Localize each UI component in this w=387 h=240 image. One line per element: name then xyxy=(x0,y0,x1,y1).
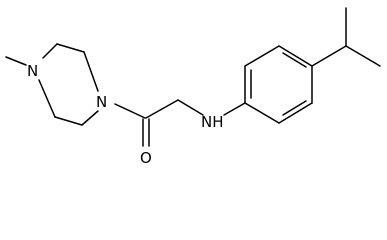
bond-ar-inner-3 xyxy=(282,100,307,116)
atom-nh-amine: NH xyxy=(201,113,224,131)
bond-ar5-ar6 xyxy=(278,102,313,124)
bond-c6-n1 xyxy=(38,79,56,118)
bond-methyl-n xyxy=(5,56,27,66)
bond-n1-c2 xyxy=(42,43,58,59)
bond-ar2-ar3 xyxy=(244,45,280,67)
bond-c2-c3 xyxy=(56,43,85,53)
bond-ch-me2 xyxy=(345,45,381,67)
atom-n-amide: N xyxy=(96,93,107,111)
bond-ar3-ar4 xyxy=(278,45,313,67)
bond-c5-c6 xyxy=(54,116,83,126)
bond-n4-carbonyl xyxy=(114,103,146,119)
bond-n4-c5 xyxy=(81,110,99,126)
atom-o-carbonyl: O xyxy=(140,149,152,167)
bond-nh-aryl xyxy=(223,102,246,116)
bond-c3-n4 xyxy=(83,51,99,92)
atom-n-methyl: N xyxy=(27,62,38,80)
bond-carbonyl-ch2 xyxy=(145,99,179,119)
bond-ar6-ar1 xyxy=(244,102,280,124)
bond-ar4-ch xyxy=(311,45,347,67)
bond-ar-inner-2 xyxy=(282,52,307,68)
structure-canvas: N N O NH xyxy=(5,7,381,167)
molecule-drawing: N N O NH xyxy=(5,7,381,167)
bond-ch2-nh xyxy=(177,99,204,116)
